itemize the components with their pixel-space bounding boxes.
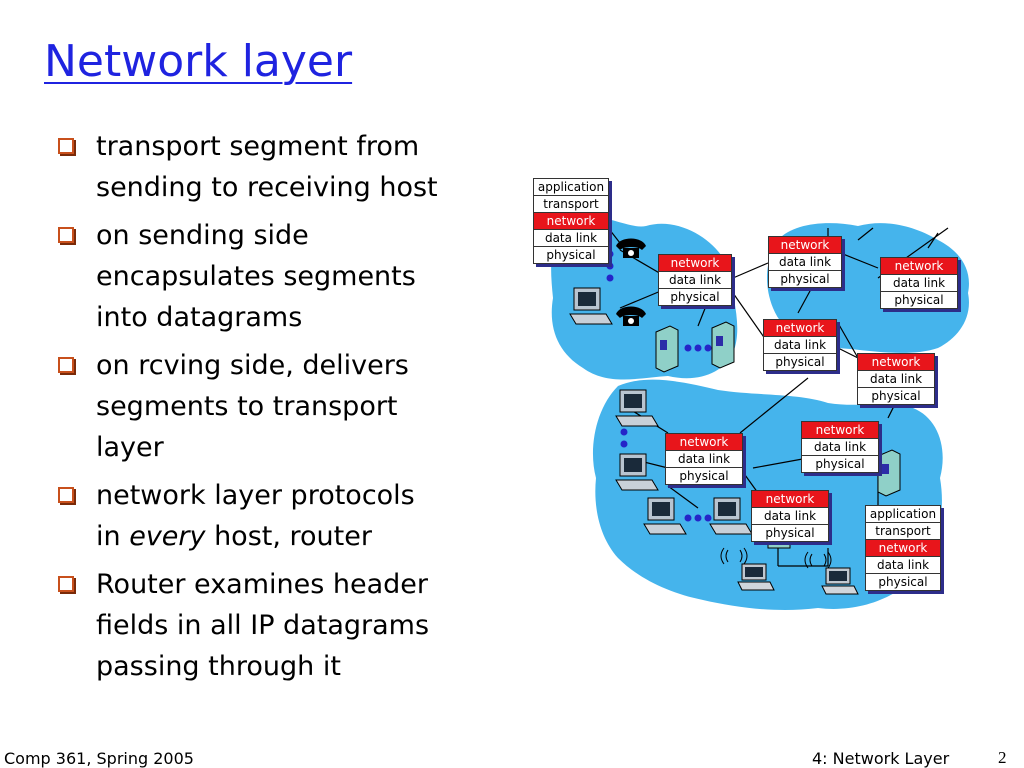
- layer-network: network: [866, 540, 940, 557]
- layer-physical: physical: [894, 293, 944, 307]
- bullet-square-icon: [58, 487, 74, 503]
- router-protocol-stack: network data link physical: [763, 319, 837, 371]
- router-protocol-stack: network data link physical: [880, 257, 958, 309]
- bullet-text-line: Router examines header: [96, 569, 429, 600]
- bullet-text-line: in every host, router: [96, 516, 506, 557]
- layer-physical: physical: [815, 457, 865, 471]
- layer-application: application: [534, 179, 608, 196]
- layer-data-link: data link: [764, 337, 836, 354]
- layer-physical: physical: [670, 290, 720, 304]
- layer-data-link: data link: [534, 230, 608, 247]
- layer-data-link: data link: [881, 275, 957, 292]
- bullet-text-line: passing through it: [96, 651, 341, 682]
- layer-network: network: [752, 491, 828, 508]
- footer-chapter-label: 4: Network Layer: [812, 749, 950, 768]
- bullet-item: on sending side encapsulates segments in…: [56, 215, 506, 338]
- bullet-text-fragment: in: [96, 521, 130, 552]
- bullet-text-fragment: host, router: [205, 521, 372, 552]
- layer-data-link: data link: [858, 371, 934, 388]
- layer-application: application: [866, 506, 940, 523]
- telephone-icon: [616, 306, 646, 326]
- layer-physical: physical: [780, 272, 830, 286]
- layer-data-link: data link: [866, 557, 940, 574]
- bullet-list: transport segment from sending to receiv…: [56, 126, 506, 694]
- router-protocol-stack: network data link physical: [751, 490, 829, 542]
- bullet-text-line: transport segment from: [96, 131, 420, 162]
- layer-physical: physical: [775, 355, 825, 369]
- server-tower-icon: [877, 449, 901, 497]
- desktop-computer-icon: [615, 389, 659, 427]
- layer-network: network: [858, 354, 934, 371]
- bullet-text-line: network layer protocols: [96, 480, 415, 511]
- server-tower-icon: [711, 321, 735, 369]
- bullet-item: on rcving side, delivers segments to tra…: [56, 345, 506, 468]
- network-diagram: application transport network data link …: [528, 168, 1008, 624]
- destination-host-protocol-stack: application transport network data link …: [865, 505, 941, 591]
- layer-physical: physical: [878, 575, 928, 589]
- bullet-text-line: sending to receiving host: [96, 172, 438, 203]
- layer-transport: transport: [534, 196, 608, 213]
- bullet-text-line: into datagrams: [96, 302, 303, 333]
- bullet-text-line: on sending side: [96, 220, 309, 251]
- layer-physical: physical: [871, 389, 921, 403]
- bullet-item: Router examines header fields in all IP …: [56, 564, 506, 687]
- layer-network: network: [534, 213, 608, 230]
- bullet-square-icon: [58, 576, 74, 592]
- layer-data-link: data link: [802, 439, 878, 456]
- layer-network: network: [659, 255, 731, 272]
- layer-network: network: [666, 434, 742, 451]
- slide-title: Network layer: [44, 36, 353, 87]
- bullet-square-icon: [58, 138, 74, 154]
- bullet-text-line: fields in all IP datagrams: [96, 610, 430, 641]
- laptop-icon: [821, 567, 859, 595]
- router-protocol-stack: network data link physical: [768, 236, 842, 288]
- layer-data-link: data link: [666, 451, 742, 468]
- layer-data-link: data link: [769, 254, 841, 271]
- wireless-signal-icon: [720, 547, 832, 569]
- footer-course-label: Comp 361, Spring 2005: [4, 749, 194, 768]
- bullet-text-line: segments to transport: [96, 391, 398, 422]
- layer-physical: physical: [546, 248, 596, 262]
- page-number: 2: [998, 748, 1007, 767]
- desktop-computer-icon: [709, 497, 753, 535]
- emphasis-every: every: [129, 521, 206, 552]
- layer-data-link: data link: [752, 508, 828, 525]
- bullet-item: network layer protocols in every host, r…: [56, 475, 506, 557]
- source-host-protocol-stack: application transport network data link …: [533, 178, 609, 264]
- layer-network: network: [881, 258, 957, 275]
- router-protocol-stack: network data link physical: [665, 433, 743, 485]
- bullet-square-icon: [58, 227, 74, 243]
- bullet-text-line: encapsulates segments: [96, 261, 416, 292]
- router-protocol-stack: network data link physical: [658, 254, 732, 306]
- layer-network: network: [802, 422, 878, 439]
- server-tower-icon: [655, 325, 679, 373]
- bullet-item: transport segment from sending to receiv…: [56, 126, 506, 208]
- bullet-text-line: on rcving side, delivers: [96, 350, 409, 381]
- layer-physical: physical: [679, 469, 729, 483]
- layer-transport: transport: [866, 523, 940, 540]
- desktop-computer-icon: [643, 497, 687, 535]
- router-protocol-stack: network data link physical: [857, 353, 935, 405]
- layer-network: network: [769, 237, 841, 254]
- layer-data-link: data link: [659, 272, 731, 289]
- router-protocol-stack: network data link physical: [801, 421, 879, 473]
- laptop-icon: [737, 563, 775, 591]
- layer-physical: physical: [765, 526, 815, 540]
- bullet-square-icon: [58, 357, 74, 373]
- layer-network: network: [764, 320, 836, 337]
- desktop-computer-icon: [615, 453, 659, 491]
- telephone-icon: [616, 238, 646, 258]
- bullet-text-line: layer: [96, 432, 164, 463]
- desktop-computer-icon: [569, 287, 613, 325]
